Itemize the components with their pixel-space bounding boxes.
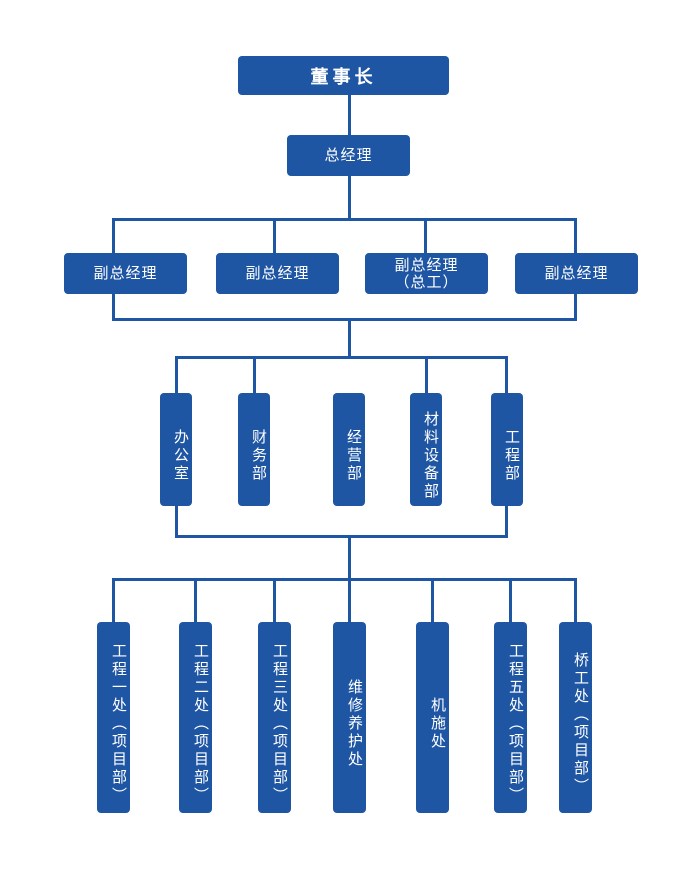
connector-division-1-up: [112, 578, 115, 623]
connector-dept-top-bar: [175, 356, 508, 359]
division-maintenance-box: 维修养护处: [333, 622, 366, 813]
division-5-box: 工程五处（项目部）: [494, 622, 527, 813]
connector-division-2-up: [194, 578, 197, 623]
connector-deputy-2-up: [273, 218, 276, 254]
connector-division-6-up: [509, 578, 512, 623]
dept-materials-equipment-box: 材料设备部: [410, 393, 442, 506]
deputy-manager-box-2: 副总经理: [216, 253, 339, 294]
connector-division-bar: [112, 578, 577, 581]
dept-business-box: 经营部: [333, 393, 365, 506]
division-machinery-box: 机施处: [416, 622, 449, 813]
connector-deputy-top-bar: [112, 218, 577, 221]
general-manager-box: 总经理: [287, 135, 410, 176]
connector-division-3-up: [273, 578, 276, 623]
division-bridge-box: 桥工处（项目部）: [559, 622, 592, 813]
connector-dept-bottom-bar: [175, 535, 508, 538]
connector-deputy-3-up: [424, 218, 427, 254]
connector-chairman-gm: [348, 94, 351, 136]
connector-dept-1-down: [175, 505, 178, 538]
division-3-box: 工程三处（项目部）: [258, 622, 291, 813]
connector-dept-to-division: [348, 535, 351, 580]
deputy-manager-title: 副总经理: [394, 255, 459, 274]
division-2-box: 工程二处（项目部）: [179, 622, 212, 813]
connector-dept-2-up: [253, 356, 256, 394]
deputy-manager-box-4: 副总经理: [515, 253, 638, 294]
connector-deputy-4-up: [574, 218, 577, 254]
connector-deputy-4-down: [574, 292, 577, 321]
connector-division-7-up: [574, 578, 577, 623]
deputy-manager-box-1: 副总经理: [64, 253, 187, 294]
connector-dept-4-up: [425, 356, 428, 394]
dept-engineering-box: 工程部: [491, 393, 523, 506]
division-1-box: 工程一处（项目部）: [97, 622, 130, 813]
dept-finance-box: 财务部: [238, 393, 270, 506]
connector-deputy-to-dept: [348, 318, 351, 358]
connector-dept-5-down: [505, 505, 508, 538]
connector-dept-1-up: [175, 356, 178, 394]
connector-division-4-up: [348, 578, 351, 623]
connector-deputy-1-up: [112, 218, 115, 254]
connector-deputy-1-down: [112, 292, 115, 321]
chairman-box: 董事长: [238, 56, 449, 95]
connector-division-5-up: [431, 578, 434, 623]
connector-dept-5-up: [505, 356, 508, 394]
chief-engineer-note: （总工）: [394, 272, 459, 291]
connector-deputy-bottom-bar: [112, 318, 577, 321]
dept-office-box: 办公室: [160, 393, 192, 506]
connector-gm-down: [348, 175, 351, 220]
deputy-manager-chief-engineer-box: 副总经理 （总工）: [365, 253, 488, 294]
